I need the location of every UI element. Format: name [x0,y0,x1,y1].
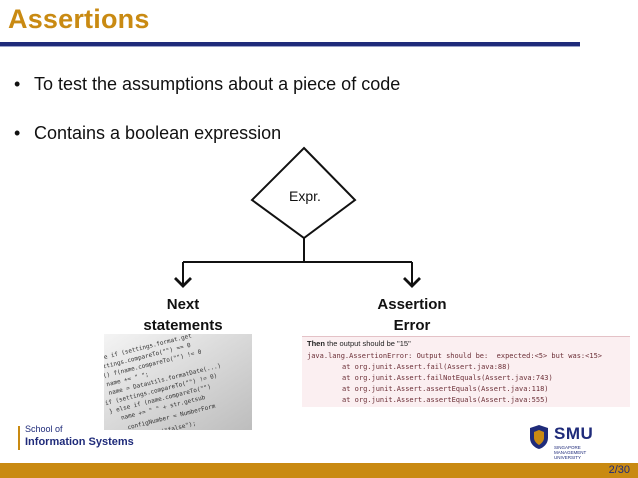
assertion-error-output: Then the output should be "15" java.lang… [302,336,630,407]
stack-trace-line: java.lang.AssertionError: Output should … [307,352,603,360]
bullet-glyph: • [14,74,21,94]
branch-label-line: Next [166,296,200,313]
code-photo-image: } else if (settings.format.get (settings… [104,334,252,430]
branch-label-line: Assertion [377,296,447,313]
stack-trace-line: at org.junit.Assert.assertEquals(Assert.… [342,385,549,393]
bullet-list: • To test the assumptions about a piece o… [14,72,400,145]
error-header-text: the output should be "15" [324,339,411,348]
title-underline-thin [0,46,580,47]
university-name: SMU [554,424,594,443]
stack-trace-line: at org.junit.Assert.fail(Assert.java:88) [342,363,511,371]
stack-trace-line: at org.junit.Assert.assertEquals(Assert.… [342,396,549,404]
university-subtitle: SINGAPORE MANAGEMENT UNIVERSITY [554,445,587,460]
bullet-item: • To test the assumptions about a piece o… [14,72,400,96]
bullet-glyph: • [14,123,21,143]
decision-label: Expr. [289,188,321,204]
stack-trace-line: at org.junit.Assert.failNotEquals(Assert… [342,374,553,382]
university-logo: SMU SINGAPORE MANAGEMENT UNIVERSITY [528,422,632,460]
branch-label-line: statements [143,317,223,334]
bullet-text: Contains a boolean expression [34,123,282,143]
page-number: 2/30 [608,464,630,476]
branch-label-error: Assertion Error [360,294,464,336]
code-photo: } else if (settings.format.get (settings… [104,334,252,430]
error-header: Then the output should be "15" [302,337,630,351]
title-underline [0,42,580,46]
school-logo-line1: School of [25,424,63,434]
school-logo-line2: Information Systems [25,436,134,448]
university-crest-icon [530,425,548,449]
slide-title: Assertions [8,4,150,34]
branch-label-next: Next statements [133,294,233,336]
bullet-item: • Contains a boolean expression [14,121,400,145]
branch-label-line: Error [393,317,431,334]
school-logo-bar [18,426,20,450]
error-header-keyword: Then [307,339,325,348]
footer-bar: 2/30 [0,463,638,478]
bullet-text: To test the assumptions about a piece of… [34,74,401,94]
